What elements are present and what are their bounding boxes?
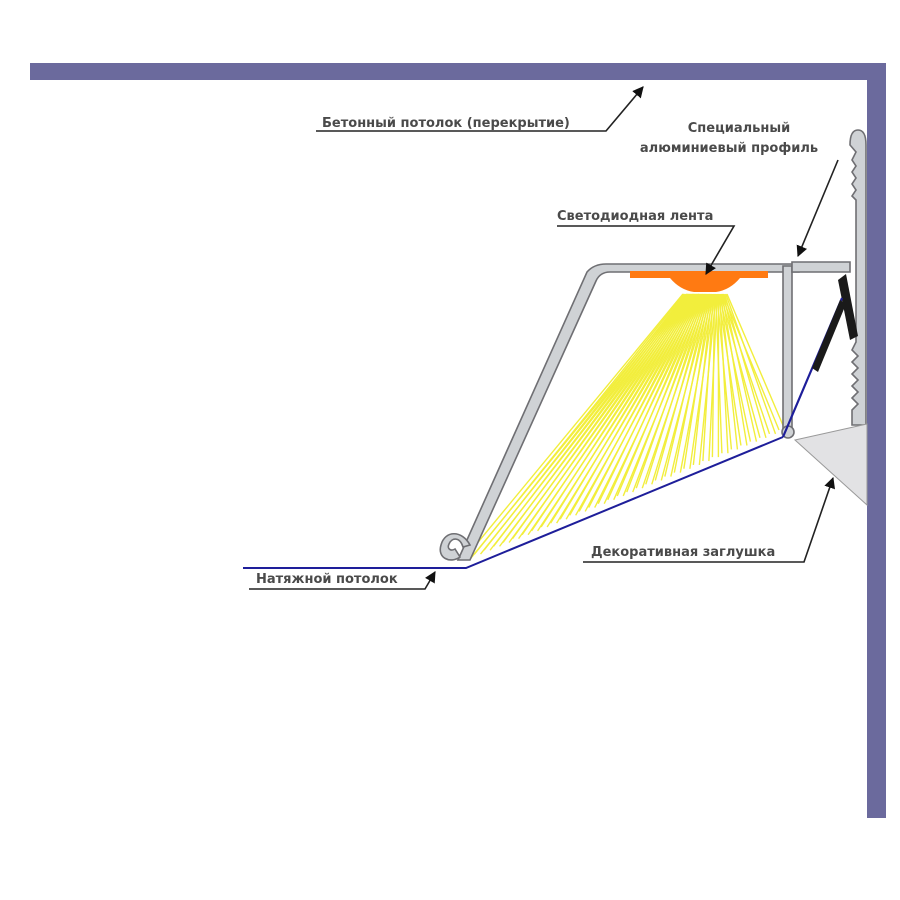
light-ray: [588, 293, 700, 508]
light-ray: [723, 293, 767, 438]
aluminum-profile: [439, 129, 867, 561]
light-ray: [473, 293, 685, 555]
leader-plug: [583, 476, 836, 563]
profile-top-connector: [791, 261, 851, 273]
light-ray: [569, 293, 697, 516]
stretch-ceiling-membrane: [243, 436, 784, 569]
led-chip: [670, 278, 740, 292]
light-ray: [483, 293, 686, 551]
light-ray: [719, 293, 761, 438]
label-led-strip: Светодиодная лента: [557, 209, 713, 224]
leader-lines: [249, 86, 839, 590]
wall: [867, 63, 886, 818]
light-ray: [464, 293, 684, 559]
leader-profile: [796, 159, 839, 258]
leader-stretch-ceiling: [249, 571, 436, 590]
decorative-plug: [793, 423, 868, 507]
leader-concrete-ceiling: [316, 86, 644, 132]
label-profile-line1: Специальный: [688, 121, 790, 136]
label-decorative-plug: Декоративная заглушка: [591, 545, 775, 560]
light-ray: [512, 293, 690, 540]
profile-hook: [439, 532, 472, 561]
profile-wall-bracket: [849, 129, 867, 426]
led-strip: [630, 271, 768, 292]
light-ray: [673, 293, 711, 473]
light-ray: [683, 293, 712, 469]
light-ray: [550, 293, 695, 524]
light-ray: [540, 293, 694, 528]
light-ray: [502, 293, 689, 543]
light-ray: [597, 293, 701, 505]
light-ray: [715, 293, 723, 454]
profile-vertical-web: [782, 265, 793, 431]
light-ray: [721, 293, 771, 435]
light-ray: [578, 293, 699, 512]
label-profile-line2: алюминиевый профиль: [640, 141, 818, 156]
light-ray: [521, 293, 691, 536]
light-ray: [722, 293, 780, 431]
concrete-ceiling-slab: [30, 63, 886, 80]
profile-clip-flap: [838, 274, 858, 340]
label-stretch-ceiling: Натяжной потолок: [256, 572, 398, 587]
light-ray: [722, 293, 758, 442]
light-ray: [654, 293, 708, 481]
light-ray: [711, 293, 716, 458]
light-ray: [645, 293, 707, 485]
light-ray: [607, 293, 702, 501]
light-ray: [721, 293, 748, 446]
light-ray: [664, 293, 710, 477]
light-ray: [626, 293, 705, 493]
leader-led: [557, 225, 736, 275]
light-ray: [716, 293, 733, 450]
light-ray: [531, 293, 693, 532]
light-rays: [464, 293, 786, 559]
light-ray: [717, 293, 742, 446]
light-ray: [718, 293, 752, 442]
light-ray: [692, 293, 713, 465]
led-strip-tape: [630, 271, 768, 278]
light-ray: [492, 293, 688, 547]
label-concrete-ceiling: Бетонный потолок (перекрытие): [322, 116, 570, 131]
light-ray: [635, 293, 706, 489]
light-ray: [726, 293, 786, 431]
light-ray: [702, 293, 715, 462]
light-ray: [725, 293, 777, 435]
membrane-clamp-insert: [812, 300, 846, 372]
light-ray: [559, 293, 696, 520]
light-ray: [616, 293, 704, 497]
